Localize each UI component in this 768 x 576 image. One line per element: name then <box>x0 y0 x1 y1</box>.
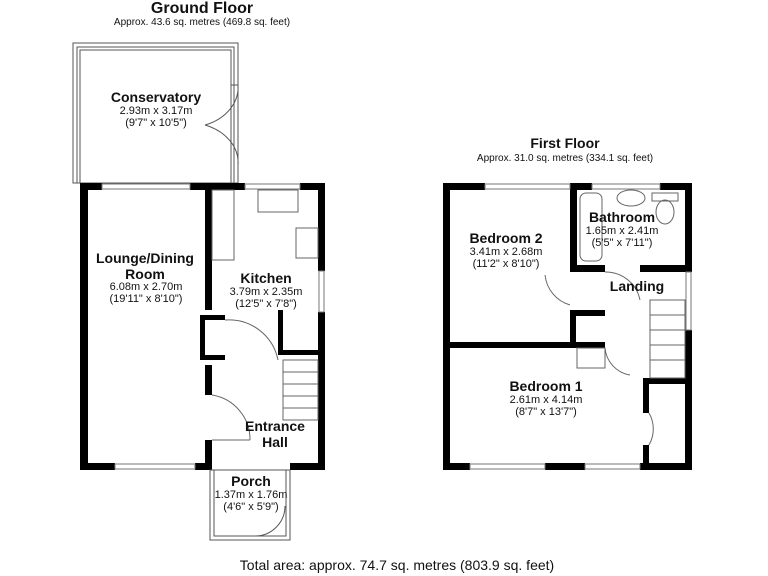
room-imperial-kitchen: (12'5" x 7'8") <box>235 298 297 310</box>
room-imperial-bathroom: (5'5" x 7'11") <box>591 237 653 249</box>
first-windows <box>469 183 692 470</box>
room-imperial-conservatory: (9'7" x 10'5") <box>125 117 187 129</box>
room-metric-conservatory: 2.93m x 3.17m <box>119 105 193 117</box>
room-name-lounge: Lounge/Dining Room <box>96 250 194 283</box>
room-metric-bedroom-2: 3.41m x 2.68m <box>469 246 543 258</box>
kitchen-fittings <box>211 189 319 261</box>
room-name-kitchen: Kitchen <box>240 270 292 286</box>
first-floor-title: First Floor <box>530 135 600 151</box>
ground-floor-area: Approx. 43.6 sq. metres (469.8 sq. feet) <box>113 17 291 28</box>
room-metric-porch: 1.37m x 1.76m <box>214 489 288 501</box>
porch-frame <box>209 469 291 541</box>
room-metric-bedroom-1: 2.61m x 4.14m <box>509 394 583 406</box>
ground-floor-title: Ground Floor <box>150 0 254 17</box>
first-floor-plan <box>443 183 692 470</box>
room-name-conservatory: Conservatory <box>110 89 202 105</box>
ground-windows <box>101 183 325 470</box>
room-name-landing: Landing <box>609 278 665 294</box>
total-area: Total area: approx. 74.7 sq. metres (803… <box>239 557 555 573</box>
room-name-bathroom: Bathroom <box>588 209 656 225</box>
room-name-bedroom-2: Bedroom 2 <box>469 230 543 246</box>
room-name-entrance-hall: Entrance Hall <box>245 418 305 451</box>
stairs <box>211 319 319 441</box>
room-metric-kitchen: 3.79m x 2.35m <box>229 286 303 298</box>
first-fittings <box>544 189 686 446</box>
room-name-porch: Porch <box>231 473 271 489</box>
conservatory-frame <box>72 42 239 184</box>
room-imperial-bedroom-1: (8'7" x 13'7") <box>515 406 577 418</box>
room-imperial-porch: (4'6" x 5'9") <box>223 501 279 513</box>
first-floor-area: Approx. 31.0 sq. metres (334.1 sq. feet) <box>476 153 654 164</box>
room-imperial-bedroom-2: (11'2" x 8'10") <box>472 258 540 270</box>
room-name-bedroom-1: Bedroom 1 <box>509 378 583 394</box>
ground-floor-plan <box>72 42 325 541</box>
room-metric-bathroom: 1.65m x 2.41m <box>585 225 659 237</box>
room-imperial-lounge: (19'11" x 8'10") <box>109 293 183 305</box>
room-metric-lounge: 6.08m x 2.70m <box>109 281 183 293</box>
